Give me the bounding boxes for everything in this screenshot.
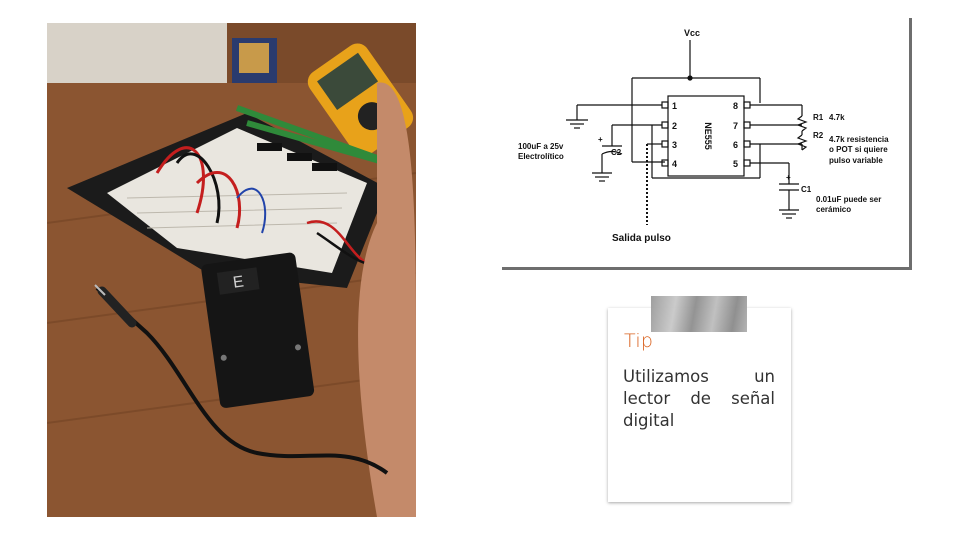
ne555-schematic: Vcc NE555 1 2 3 4 8 7 6 5 R1 4.7k R2 4.7…	[502, 18, 912, 270]
breadboard-photo: E	[47, 23, 416, 517]
c2-plus: +	[598, 135, 603, 144]
c1-plus: +	[786, 173, 791, 182]
pin-3-label: 3	[672, 140, 677, 150]
c1-label: C1	[801, 185, 812, 194]
tip-text: Utilizamos un lector de señal digital	[623, 367, 775, 430]
pin-7-label: 7	[733, 121, 738, 131]
r2-note-line-3: pulso variable	[829, 156, 883, 165]
chip-label: NE555	[703, 122, 713, 150]
pin-2-label: 2	[672, 121, 677, 131]
vcc-label: Vcc	[684, 28, 700, 38]
r2-label: R2	[813, 131, 824, 140]
r2-note-line-1: 4.7k resistencia	[829, 135, 889, 144]
c2-note-line-2: Electrolítico	[518, 152, 564, 161]
c2-note-line-1: 100uF a 25v	[518, 142, 564, 151]
tip-title: Tip	[624, 330, 654, 352]
c2-label: C2	[611, 148, 622, 157]
c1-note-line-2: cerámico	[816, 205, 851, 214]
r1-value: 4.7k	[829, 113, 845, 122]
tip-card	[608, 308, 791, 502]
tape-decoration	[651, 296, 747, 332]
pin-5-label: 5	[733, 159, 738, 169]
r1-label: R1	[813, 113, 824, 122]
pin-6-label: 6	[733, 140, 738, 150]
pin-4-label: 4	[672, 159, 677, 169]
pin-1-label: 1	[672, 101, 677, 111]
pin-8-label: 8	[733, 101, 738, 111]
r2-note-line-2: o POT si quiere	[829, 145, 888, 154]
c1-note-line-1: 0.01uF puede ser	[816, 195, 881, 204]
output-label: Salida pulso	[612, 233, 671, 244]
reader-display-digit: E	[232, 273, 245, 291]
